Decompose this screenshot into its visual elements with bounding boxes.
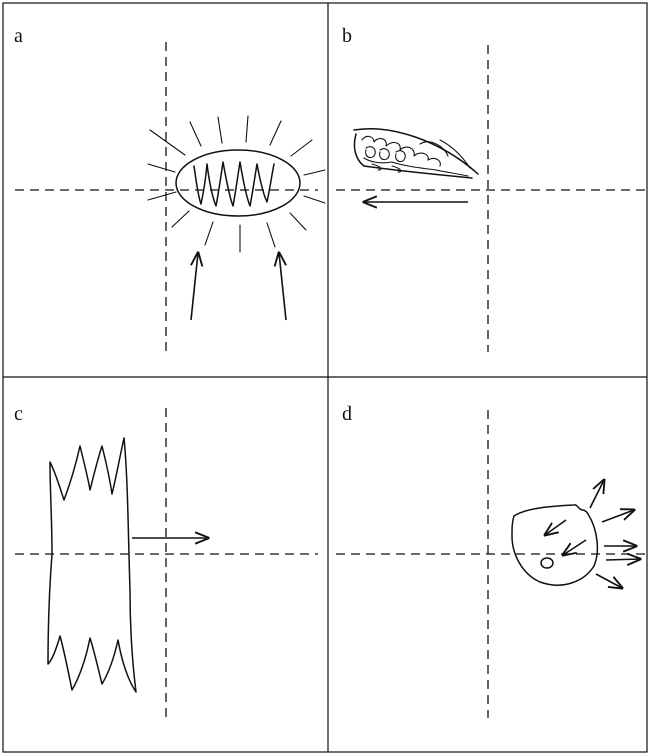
panel-a-arrows [191,253,286,321]
outward-arrow-upper-right [601,510,634,523]
inward-arrow-upper [545,519,567,535]
panel-c-label: c [14,403,23,425]
panel-c: c [14,403,318,720]
cristae-zigzag [193,161,275,207]
panel-b: b [336,25,647,352]
upward-arrow-right [279,253,286,321]
outward-arrow-right-lower [605,559,640,560]
outward-arrow-up [589,480,604,509]
upward-arrow-left [191,253,198,321]
panel-a: a [14,25,326,355]
inward-arrow-lower [563,539,587,555]
nucleus-dot [540,557,554,569]
mitochondrion-drawing [175,149,301,217]
panel-d: d [336,403,647,718]
fragment-lower-edge [353,133,473,179]
cell-outline [511,504,599,586]
fragment-upper-edge [353,128,479,175]
panel-d-arrows [545,480,640,588]
panel-a-label: a [14,25,23,47]
glow-rays [147,115,326,253]
panel-d-label: d [342,403,352,425]
spreading-cell-outline [47,437,137,693]
outward-arrow-down-right [595,573,622,588]
mitochondrion-outline [175,149,301,217]
rounded-cell-drawing [511,504,599,586]
fragmented-organelle-drawing [353,128,479,179]
panel-b-label: b [342,25,352,47]
